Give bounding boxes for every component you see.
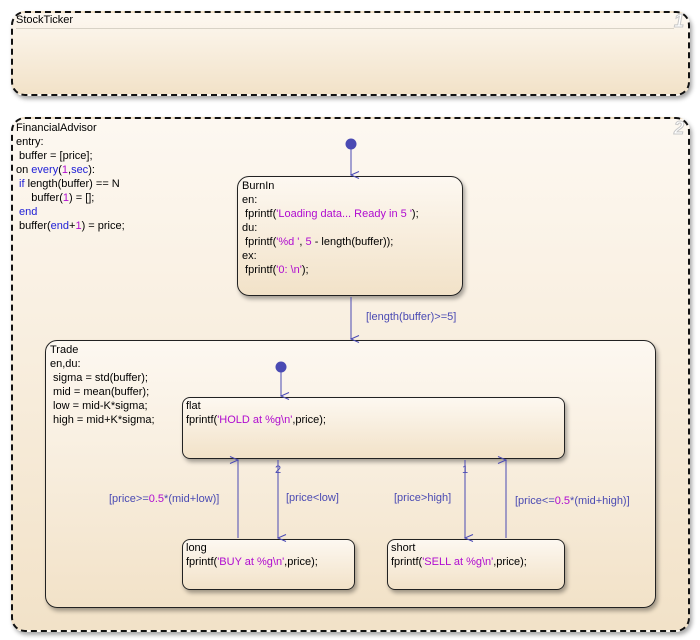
stockticker-state[interactable]: StockTicker 1	[11, 11, 690, 96]
label-long-to-flat[interactable]: [price>=0.5*(mid+low)]	[109, 493, 219, 505]
fa-line-3: length(buffer) == N	[24, 178, 120, 190]
flat-label: flat	[186, 400, 201, 412]
trade-actions: Trade en,du: sigma = std(buffer); mid = …	[50, 343, 155, 427]
burnin-du-num: 5	[305, 236, 312, 248]
fa-line-1: buffer = [price];	[16, 150, 93, 162]
fa-line-4-num: 1	[62, 192, 69, 204]
fa-line-6-plus: +	[69, 220, 76, 232]
long-state[interactable]: long fprintf('BUY at %g\n',price);	[182, 539, 355, 590]
short-a: fprintf(	[391, 556, 423, 568]
burnin-label: BurnIn	[242, 180, 275, 192]
fa-line-2-pre: on	[16, 164, 32, 176]
flat-a: fprintf(	[186, 414, 218, 426]
short-b: ,price);	[493, 556, 527, 568]
short-label: short	[391, 542, 416, 554]
fa-every-count: 1	[61, 164, 68, 176]
flat-state[interactable]: flat fprintf('HOLD at %g\n',price);	[182, 397, 565, 459]
trade-line-1: sigma = std(buffer);	[50, 372, 148, 384]
burnin-en-string: 'Loading data... Ready in 5 '	[276, 208, 412, 220]
fa-line-2-comma: ,	[68, 164, 72, 176]
burnin-du-string: '%d '	[276, 236, 300, 248]
fa-end-keyword: end	[16, 206, 38, 218]
burnin-ex-b: );	[301, 264, 309, 276]
burnin-du-b: ,	[299, 236, 306, 248]
fa-line-2-close: ):	[88, 164, 95, 176]
long-actions: long fprintf('BUY at %g\n',price);	[186, 541, 318, 569]
label-burnin-to-trade[interactable]: [length(buffer)>=5]	[366, 311, 457, 323]
fa-sec-keyword: sec	[71, 164, 89, 176]
stockticker-index: 1	[673, 11, 684, 32]
trade-label: Trade	[50, 344, 79, 356]
financialadvisor-actions: FinancialAdvisor entry: buffer = [price]…	[16, 121, 125, 233]
flat-b: ,price);	[292, 414, 326, 426]
burnin-en-label: en:	[242, 194, 258, 206]
fa-line-4-b: ) = [];	[69, 192, 95, 204]
burnin-ex-label: ex:	[242, 250, 257, 262]
flat-actions: flat fprintf('HOLD at %g\n',price);	[186, 399, 326, 427]
burnin-en-a: fprintf(	[242, 208, 277, 220]
label-long-to-flat-a: [price>=	[109, 493, 149, 505]
burnin-du-a: fprintf(	[242, 236, 277, 248]
execution-order-flat-to-short: 1	[462, 464, 469, 476]
default-transition-dot-burnin	[345, 138, 357, 150]
fa-every-keyword: every	[31, 164, 59, 176]
burnin-en-b: );	[411, 208, 419, 220]
long-b: ,price);	[284, 556, 318, 568]
short-string: 'SELL at %g\n'	[422, 556, 494, 568]
flat-string: 'HOLD at %g\n'	[217, 414, 293, 426]
fa-entry-label: entry:	[16, 136, 44, 148]
burnin-state[interactable]: BurnIn en: fprintf('Loading data... Read…	[237, 176, 463, 296]
long-string: 'BUY at %g\n'	[217, 556, 285, 568]
execution-order-flat-to-long: 2	[275, 464, 282, 476]
financialadvisor-label: FinancialAdvisor	[16, 122, 97, 134]
label-short-to-flat-num: 0.5	[554, 495, 571, 507]
fa-if-keyword: if	[16, 178, 25, 190]
fa-line-6-c: ) = price;	[81, 220, 125, 232]
label-short-to-flat-a: [price<=	[515, 495, 555, 507]
fa-line-2-paren: (	[58, 164, 62, 176]
burnin-ex-a: fprintf(	[242, 264, 277, 276]
financialadvisor-index: 2	[673, 118, 684, 139]
fa-line-6-end: end	[50, 220, 70, 232]
label-short-to-flat-b: *(mid+high)]	[570, 495, 630, 507]
label-short-to-flat[interactable]: [price<=0.5*(mid+high)]	[515, 495, 630, 507]
label-long-to-flat-b: *(mid+low)]	[164, 493, 220, 505]
trade-line-3: low = mid-K*sigma;	[50, 400, 148, 412]
short-state[interactable]: short fprintf('SELL at %g\n',price);	[387, 539, 565, 590]
label-flat-to-long[interactable]: [price<low]	[286, 492, 339, 504]
label-flat-to-short[interactable]: [price>high]	[394, 492, 452, 504]
long-a: fprintf(	[186, 556, 218, 568]
fa-line-4-a: buffer(	[16, 192, 63, 204]
default-transition-dot-flat	[275, 361, 287, 373]
trade-line-2: mid = mean(buffer);	[50, 386, 150, 398]
burnin-du-c: - length(buffer));	[311, 236, 394, 248]
fa-line-6-a: buffer(	[16, 220, 51, 232]
label-long-to-flat-num: 0.5	[148, 493, 165, 505]
short-actions: short fprintf('SELL at %g\n',price);	[391, 541, 527, 569]
fa-line-6-num: 1	[75, 220, 82, 232]
trade-line-4: high = mid+K*sigma;	[50, 414, 155, 426]
trade-action-label: en,du:	[50, 358, 81, 370]
burnin-actions: BurnIn en: fprintf('Loading data... Read…	[242, 179, 419, 277]
burnin-du-label: du:	[242, 222, 258, 234]
burnin-ex-string: '0: \n'	[276, 264, 302, 276]
long-label: long	[186, 542, 207, 554]
stockticker-title-divider	[16, 28, 674, 29]
stockticker-label: StockTicker	[16, 14, 74, 26]
